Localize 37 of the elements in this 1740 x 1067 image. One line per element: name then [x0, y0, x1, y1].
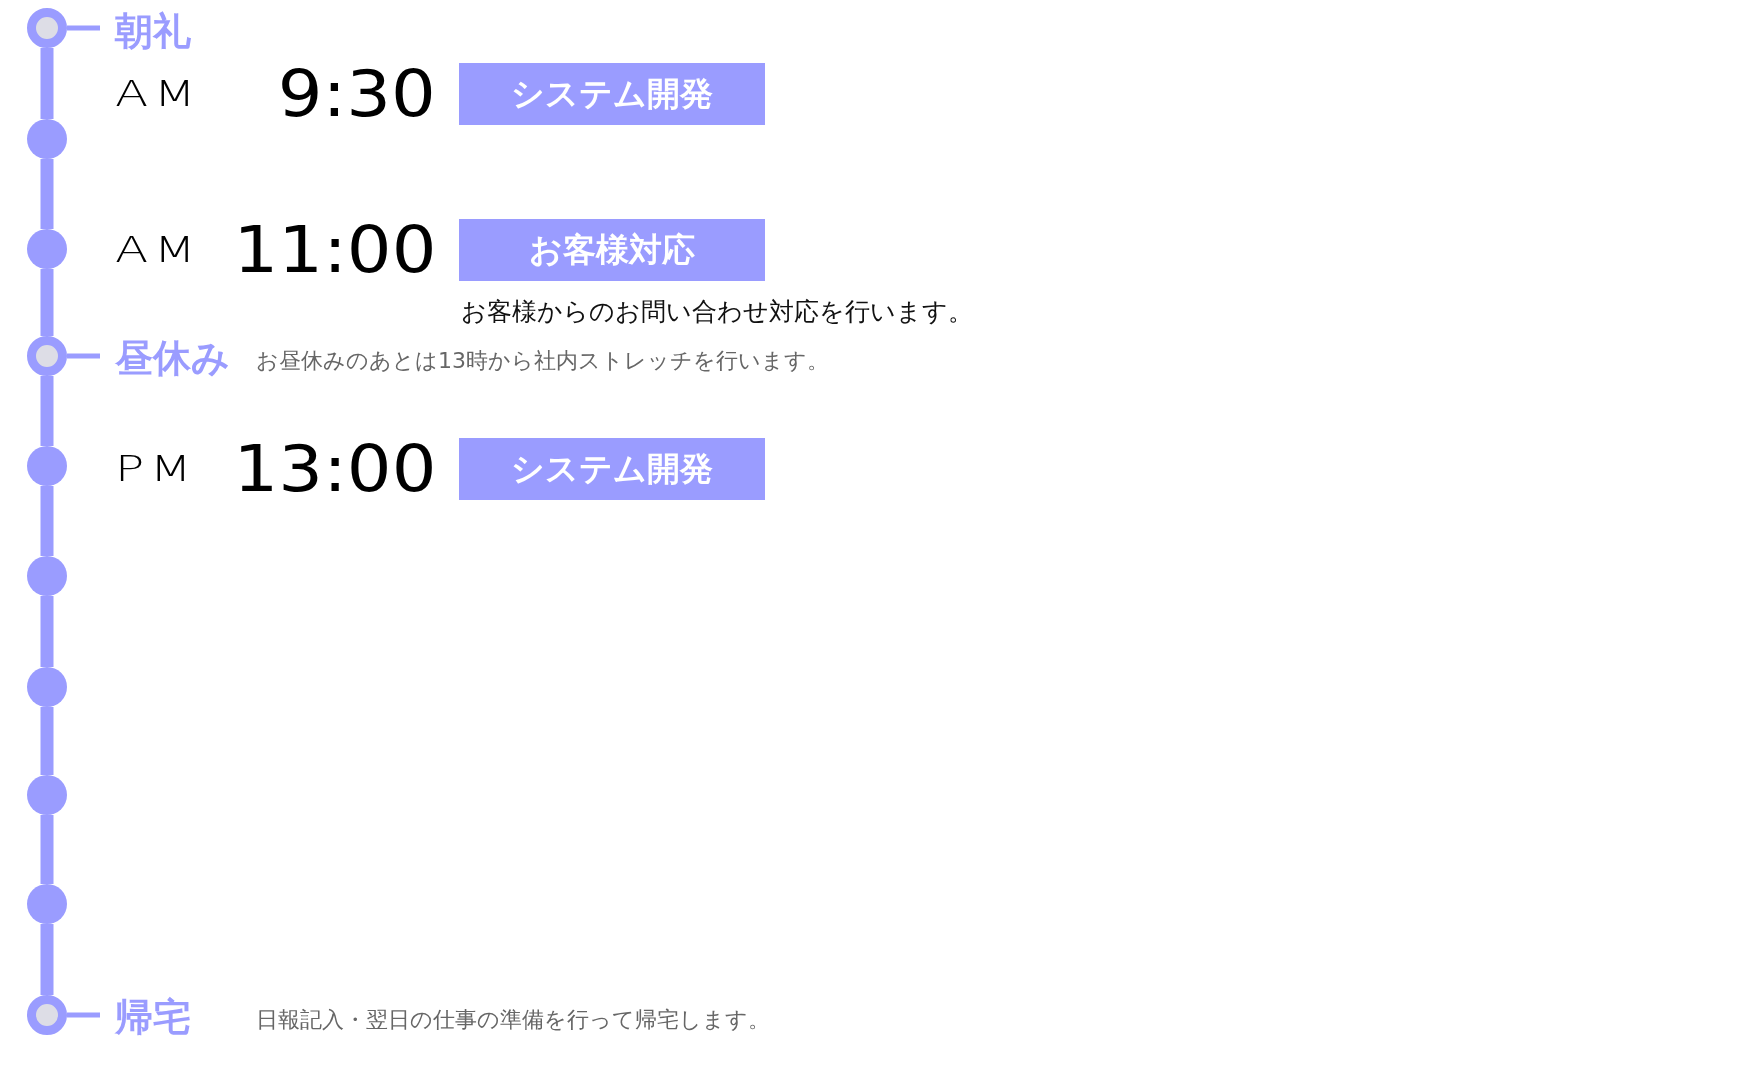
timeline-line — [40, 707, 54, 775]
period-label: AM — [115, 230, 201, 270]
period-label: PM — [115, 449, 198, 489]
timeline-dot — [27, 556, 67, 596]
timeline-dot — [27, 119, 67, 159]
timeline-dot — [27, 446, 67, 486]
task-label: システム開発 — [459, 438, 765, 500]
timeline-line — [40, 486, 54, 556]
timeline-line — [40, 159, 54, 229]
description-text: 日報記入・翌日の仕事の準備を行って帰宅します。 — [256, 1006, 770, 1034]
connector-line — [67, 25, 100, 31]
time-label: 9:30 — [277, 59, 436, 129]
timeline-line — [40, 596, 54, 667]
task-label: システム開発 — [459, 63, 765, 125]
timeline-dot — [27, 229, 67, 269]
section-label: 朝礼 — [115, 9, 191, 53]
task-label: お客様対応 — [459, 219, 765, 281]
description-text: お客様からのお問い合わせ対応を行います。 — [461, 296, 973, 328]
ring-dot — [27, 8, 67, 48]
connector-line — [67, 1012, 100, 1018]
timeline-line — [40, 924, 54, 995]
time-label: 13:00 — [233, 434, 436, 504]
ring-dot — [27, 995, 67, 1035]
timeline-line — [40, 376, 54, 446]
timeline-dot — [27, 884, 67, 924]
period-label: AM — [115, 74, 201, 114]
timeline-line — [40, 48, 54, 119]
time-label: 11:00 — [233, 215, 436, 285]
section-label: 昼休み — [115, 336, 230, 380]
description-text: お昼休みのあとは13時から社内ストレッチを行います。 — [256, 347, 829, 375]
timeline-dot — [27, 667, 67, 707]
connector-line — [67, 353, 100, 359]
ring-dot — [27, 336, 67, 376]
timeline-dot — [27, 775, 67, 815]
timeline-line — [40, 269, 54, 336]
timeline-line — [40, 815, 54, 884]
section-label: 帰宅 — [115, 995, 191, 1039]
